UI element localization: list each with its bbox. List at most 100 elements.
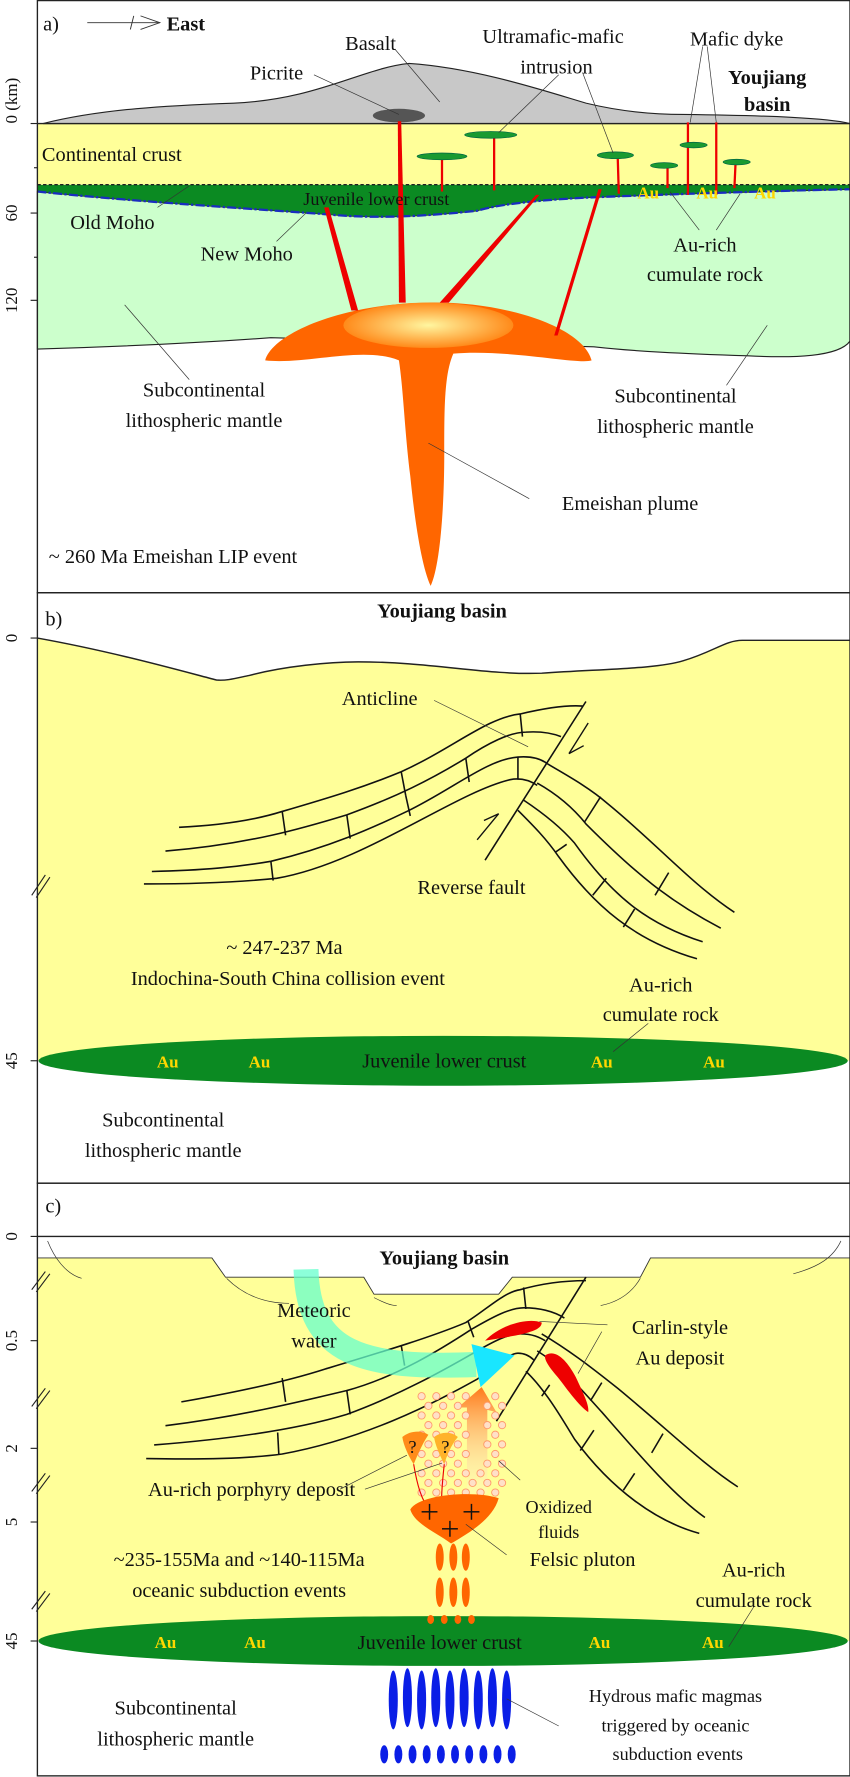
au-label: Au	[157, 1053, 179, 1072]
fluid-bubble	[424, 1440, 433, 1449]
cumulate-label-c-1: Au-rich	[722, 1559, 785, 1581]
felsic-droplet	[449, 1577, 458, 1608]
hydrous-magma-droplet	[451, 1745, 459, 1764]
au-label: Au	[754, 183, 776, 202]
au-label: Au	[249, 1053, 271, 1072]
mantle-label-c-1: Subcontinental	[115, 1698, 238, 1720]
leader-lines-b	[433, 700, 649, 1052]
meteoric-water-flow	[293, 1268, 477, 1378]
fluid-bubble	[439, 1421, 448, 1430]
fluid-bubble	[497, 1440, 507, 1449]
hydrous-magma-droplet	[394, 1745, 403, 1764]
event-label-c-2: oceanic subduction events	[132, 1580, 346, 1602]
felsic-droplet	[454, 1614, 462, 1625]
fluid-bubble	[461, 1469, 470, 1478]
hydrous-magma-droplet	[445, 1670, 455, 1730]
fluid-bubble	[491, 1411, 500, 1420]
picrite-label: Picrite	[250, 62, 303, 84]
felsic-droplet	[427, 1614, 435, 1625]
fluid-bubble	[432, 1469, 441, 1478]
juvenile-lower-crust-c	[38, 1616, 848, 1666]
au-label: Au	[591, 1053, 613, 1072]
felsic-droplet	[468, 1614, 475, 1625]
hydrous-magma-droplet	[502, 1670, 512, 1730]
fluid-bubble	[424, 1421, 433, 1430]
fluid-bubble	[432, 1392, 441, 1401]
hydrous-magma-droplet	[408, 1745, 417, 1764]
felsic-droplet	[435, 1543, 444, 1571]
fluid-bubble	[424, 1401, 433, 1410]
mantle-label-right-1: Subcontinental	[614, 385, 737, 407]
basin-label-c: Youjiang basin	[379, 1248, 509, 1270]
intrusion-label-1: Ultramafic-mafic	[482, 26, 623, 48]
fluid-bubble	[461, 1430, 470, 1439]
fluid-bubble	[461, 1411, 470, 1420]
plume-label: Emeishan plume	[562, 493, 698, 515]
hydrous-magma-droplet	[431, 1668, 441, 1728]
continental-crust-label: Continental crust	[42, 144, 182, 166]
fluid-bubble	[446, 1469, 456, 1478]
question-mark: ?	[441, 1437, 449, 1457]
leader-lines-c	[339, 1321, 754, 1727]
fluid-bubble	[483, 1459, 492, 1468]
axis-tick-label: 45	[2, 1633, 21, 1650]
anticline-folds-b	[143, 701, 735, 960]
carlin-au-deposits	[485, 1320, 589, 1413]
fluid-bubble	[461, 1449, 470, 1459]
ultramafic-mafic-sills	[416, 131, 751, 169]
direction-label: East	[167, 14, 206, 36]
dykes	[324, 121, 737, 336]
axis-tick-label: 0	[2, 1232, 21, 1241]
panel-c-label: c)	[45, 1196, 61, 1218]
juvenile-lower-crust-b	[38, 1035, 848, 1086]
felsic-droplet	[435, 1577, 444, 1608]
carlin-label-1: Carlin-style	[632, 1317, 728, 1339]
cumulate-label-2: cumulate rock	[647, 264, 764, 286]
reverse-fault-label: Reverse fault	[417, 877, 525, 899]
event-label-b-2: Indochina-South China collision event	[131, 968, 445, 990]
fluid-bubble	[468, 1478, 477, 1487]
fluid-bubble	[453, 1478, 462, 1487]
axis-tick-label: 60	[2, 205, 21, 222]
felsic-magma-droplets	[427, 1543, 475, 1625]
emeishan-plume	[265, 302, 592, 586]
meteoric-water-arrowhead	[471, 1344, 515, 1388]
axis-tick-label: 2	[2, 1444, 21, 1453]
juvenile-crust-label-b: Juvenile lower crust	[362, 1051, 526, 1073]
axis-tick-label: 0	[2, 634, 21, 642]
juvenile-lower-crust-a	[37, 184, 850, 217]
mantle-label-left-2: lithospheric mantle	[126, 410, 283, 432]
fluid-bubble	[439, 1401, 448, 1410]
hydrous-magma-droplet	[493, 1745, 502, 1764]
juvenile-crust-label-a: Juvenile lower crust	[303, 189, 449, 209]
new-moho-label: New Moho	[201, 244, 293, 266]
hydrous-mafic-magma-droplets	[380, 1668, 516, 1764]
pluton-crosses	[421, 1503, 480, 1537]
mafic-dyke-label: Mafic dyke	[690, 28, 783, 50]
carlin-label-2: Au deposit	[636, 1347, 725, 1369]
hydrous-label-2: triggered by oceanic	[601, 1716, 749, 1736]
new-moho-line	[37, 188, 850, 218]
au-label: Au	[589, 1633, 611, 1652]
mantle-label-c-2: lithospheric mantle	[97, 1728, 254, 1750]
axis-tick-label: 0.5	[2, 1330, 21, 1351]
fluid-bubble	[476, 1469, 485, 1478]
cumulate-label-1: Au-rich	[673, 235, 736, 257]
felsic-droplet	[461, 1543, 470, 1571]
anticline-label: Anticline	[342, 688, 418, 710]
fluid-bubble	[417, 1392, 426, 1401]
hydrous-magma-droplet	[436, 1745, 445, 1764]
porphyry-label: Au-rich porphyry deposit	[148, 1479, 355, 1501]
cumulate-label-b-1: Au-rich	[629, 975, 692, 997]
fluid-bubble	[483, 1401, 492, 1410]
fluid-bubble	[491, 1430, 500, 1439]
au-label: Au	[696, 183, 718, 202]
fluid-bubble	[483, 1440, 492, 1449]
au-label: Au	[703, 1053, 725, 1072]
depth-axis-b: 0 45	[2, 634, 51, 1069]
fluid-bubble	[453, 1440, 462, 1449]
event-label-b-1: ~ 247-237 Ma	[226, 937, 342, 959]
hydrous-magma-droplet	[388, 1670, 398, 1730]
hydrous-magma-droplet	[422, 1745, 431, 1764]
hydrous-magma-droplet	[479, 1745, 488, 1764]
